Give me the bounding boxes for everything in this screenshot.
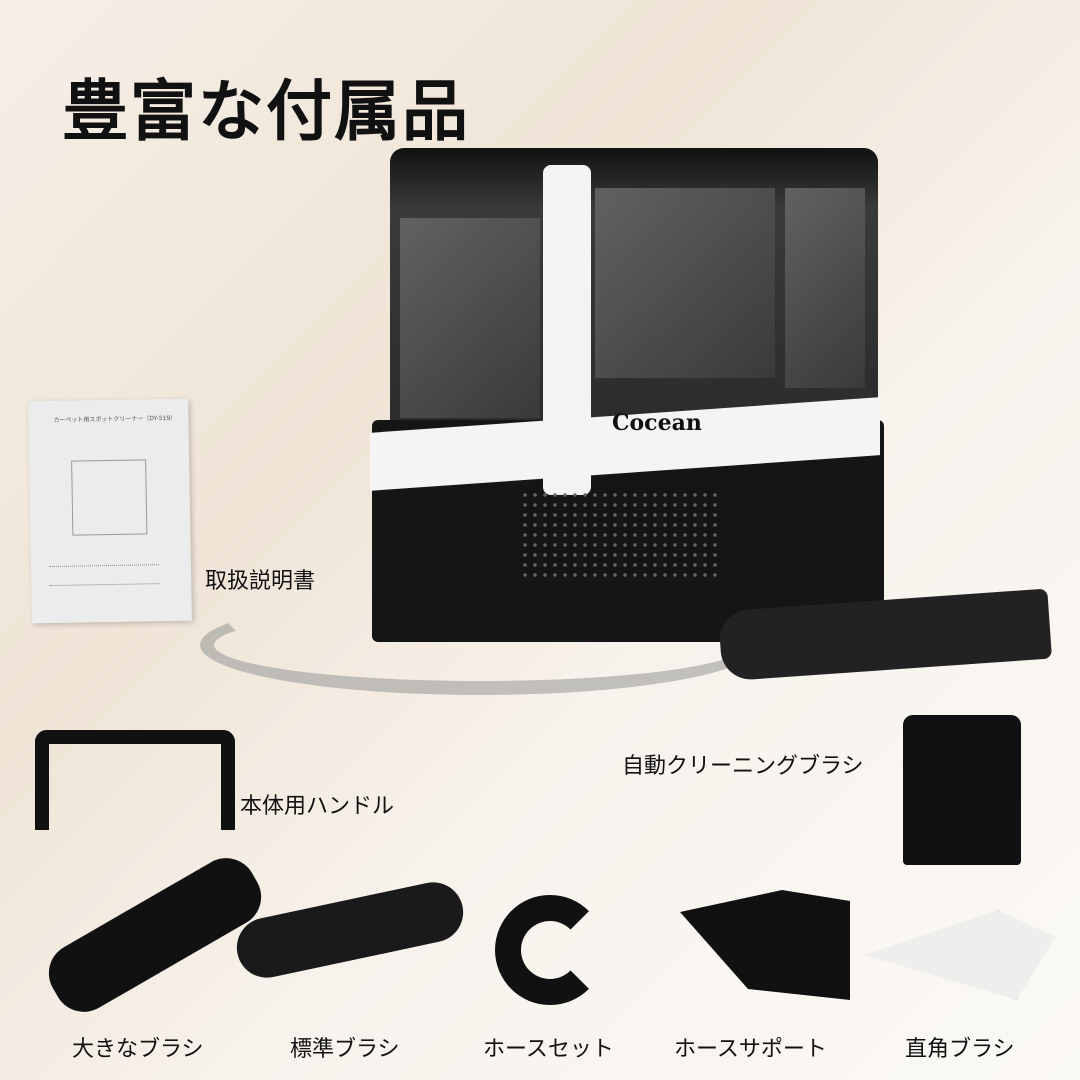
brand-logo: Cocean — [612, 410, 702, 436]
label-handle: 本体用ハンドル — [240, 794, 395, 819]
label-hose-set: ホースセット — [483, 1037, 614, 1062]
label-large-brush: 大きなブラシ — [72, 1037, 204, 1062]
label-right-angle-brush: 直角ブラシ — [905, 1037, 1015, 1062]
standard-brush-image — [231, 876, 469, 984]
manual-text-lines — [48, 564, 160, 587]
large-brush-image — [37, 847, 273, 1023]
water-tank-image — [390, 148, 878, 448]
label-self-cleaning-brush: 自動クリーニングブラシ — [622, 754, 864, 779]
right-angle-brush-image — [865, 910, 1055, 1000]
vent-grill — [520, 490, 720, 580]
manual-heading: カーペット用スポットクリーナー（DY-519） — [53, 414, 177, 424]
label-manual: 取扱説明書 — [205, 569, 316, 594]
carry-handle-image — [543, 165, 591, 495]
hose-set-image — [495, 895, 605, 1005]
hose-support-image — [680, 890, 850, 1000]
self-cleaning-brush-image — [903, 715, 1021, 865]
body-handle-image — [35, 730, 235, 830]
label-hose-support: ホースサポート — [674, 1037, 827, 1062]
instruction-manual-image: カーペット用スポットクリーナー（DY-519） — [28, 398, 192, 624]
manual-drawing — [71, 459, 148, 536]
page-title: 豊富な付属品 — [62, 73, 470, 150]
label-standard-brush: 標準ブラシ — [290, 1037, 400, 1062]
